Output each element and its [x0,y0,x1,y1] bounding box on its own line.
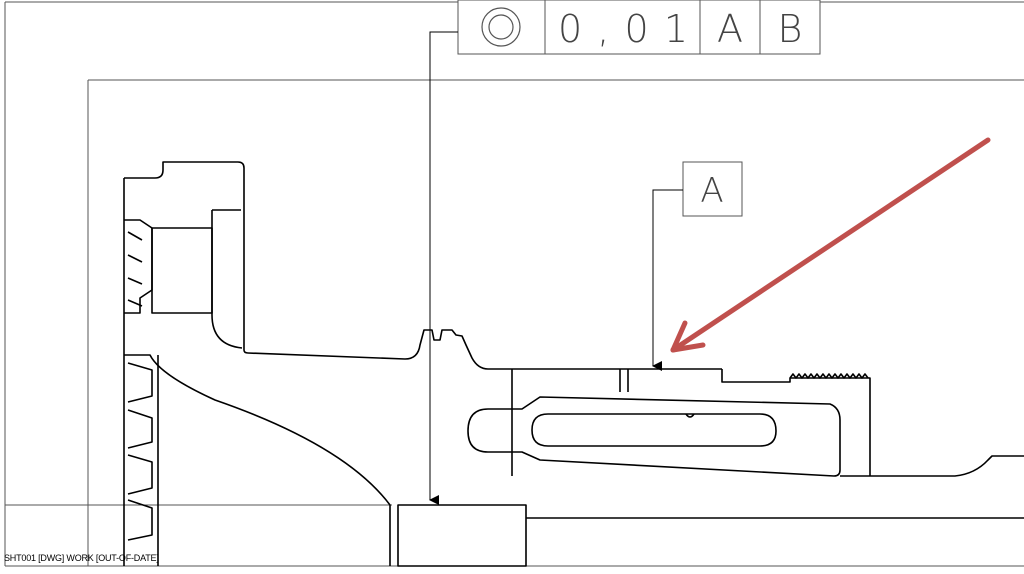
fcf-leader [429,31,458,505]
concentricity-icon [481,7,521,47]
annotation-arrow[interactable] [670,137,991,353]
datum-reference-2: B [778,7,803,51]
part-geometry [123,161,1024,567]
view-border [5,79,1024,566]
datum-reference-1: A [717,7,743,51]
feature-control-frame[interactable]: 0 , 0 1 A B [457,0,821,55]
datum-label: A [700,171,723,211]
status-bar: SHT001 [DWG] WORK [OUT-OF-DATE] [4,553,159,563]
datum-feature-symbol[interactable]: A [652,161,743,371]
